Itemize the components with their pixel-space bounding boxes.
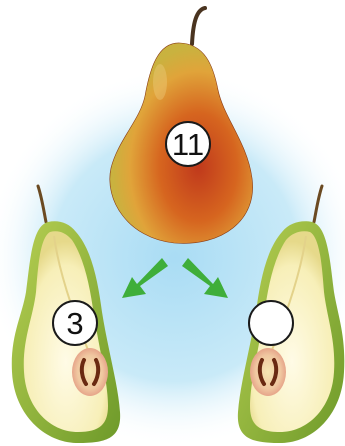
left-half-number: 3: [52, 300, 98, 346]
whole-pear-number: 11: [165, 121, 211, 167]
right-half-answer-blank: [248, 300, 294, 346]
